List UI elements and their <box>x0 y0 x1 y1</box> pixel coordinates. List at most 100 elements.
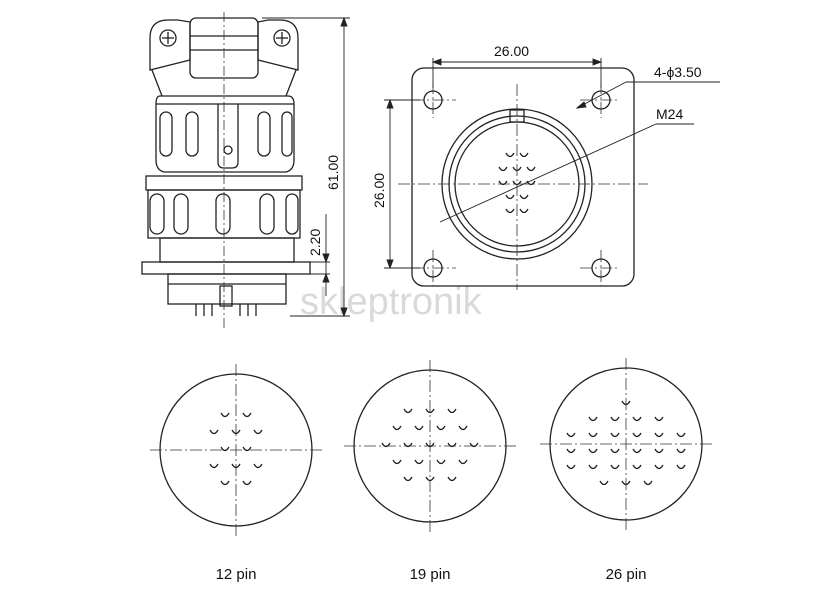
pin-contact-26 <box>643 480 653 486</box>
pin-contact-19 <box>425 442 435 448</box>
side-dimensions <box>262 16 350 318</box>
side-arms <box>151 69 297 97</box>
pin-face-26-axes <box>540 358 712 530</box>
pin-contact-26 <box>588 448 598 454</box>
pin-contact-26 <box>654 432 664 438</box>
side-neck <box>159 237 295 263</box>
pin-contact-26 <box>676 448 686 454</box>
pin-contact-26 <box>610 416 620 422</box>
side-pins <box>195 304 257 316</box>
pin-contact-19 <box>425 408 435 414</box>
front-flange <box>411 67 635 287</box>
pin-contact-19 <box>447 442 457 448</box>
pin-face-12-axes <box>150 364 322 536</box>
pin-contact-19 <box>392 425 402 431</box>
pin-contact-19 <box>458 459 468 465</box>
front-pin-contact <box>526 166 536 172</box>
pin-contact-19 <box>447 408 457 414</box>
pin-contact-26 <box>676 432 686 438</box>
front-pin-contact <box>498 166 508 172</box>
front-pin-contact <box>498 180 508 186</box>
side-view <box>141 17 311 316</box>
pin-layout-19-label: 19 pin <box>409 566 451 583</box>
pin-contact-19 <box>425 476 435 482</box>
pin-contact-26 <box>610 464 620 470</box>
side-grip-2 <box>185 111 199 157</box>
front-pin-contact <box>519 208 529 214</box>
total-length-dim: 61.00 <box>325 155 341 190</box>
pin-contact-19 <box>458 425 468 431</box>
pin-layout-26-label: 26 pin <box>605 566 647 583</box>
pin-contact-26 <box>599 480 609 486</box>
pin-contact-12 <box>242 480 252 486</box>
watermark: skleptronik <box>300 281 483 323</box>
side-coupling-nut <box>155 95 295 173</box>
pin-layout-19 <box>344 360 516 532</box>
pin-layout-12 <box>150 364 322 536</box>
pin-contact-26 <box>566 464 576 470</box>
pin-contact-26 <box>676 464 686 470</box>
pin-contact-12 <box>253 463 263 469</box>
pin-contact-19 <box>436 425 446 431</box>
side-flange <box>141 261 311 275</box>
pin-contact-12 <box>231 429 241 435</box>
front-pin-contact <box>519 194 529 200</box>
side-rib-5 <box>285 193 299 235</box>
pin-contact-26 <box>588 416 598 422</box>
thread-dim: M24 <box>656 106 683 122</box>
side-rib-3 <box>215 193 231 235</box>
pin-contact-19 <box>414 459 424 465</box>
front-pin-contact <box>505 208 515 214</box>
pin-contact-12 <box>209 463 219 469</box>
mounting-holes-dim: 4-ϕ3.50 <box>654 64 702 80</box>
pin-contact-12 <box>220 412 230 418</box>
pin-layout-26 <box>540 358 712 530</box>
flange-width-dim: 26.00 <box>494 43 529 59</box>
pin-contact-19 <box>403 442 413 448</box>
pin-contact-19 <box>414 425 424 431</box>
pin-contact-12 <box>242 446 252 452</box>
pin-contact-19 <box>436 459 446 465</box>
pin-contact-12 <box>220 480 230 486</box>
pin-contact-26 <box>654 416 664 422</box>
pin-contact-26 <box>632 448 642 454</box>
pin-contact-12 <box>253 429 263 435</box>
pin-contact-19 <box>381 442 391 448</box>
side-grip-4 <box>281 111 293 157</box>
side-rib-2 <box>173 193 189 235</box>
pin-contact-19 <box>469 442 479 448</box>
pin-contact-12 <box>220 446 230 452</box>
pin-contact-26 <box>566 432 576 438</box>
pin-contact-19 <box>392 459 402 465</box>
side-rear-body <box>167 273 287 305</box>
pin-layout-12-label: 12 pin <box>215 566 257 583</box>
side-rib-4 <box>259 193 275 235</box>
side-rear-key <box>219 285 233 307</box>
side-grip-3 <box>257 111 271 157</box>
side-rib-1 <box>149 193 165 235</box>
ear-screw-left <box>159 29 177 47</box>
pin-contact-19 <box>403 408 413 414</box>
pin-contact-26 <box>566 448 576 454</box>
pin-contact-26 <box>632 432 642 438</box>
pin-contact-19 <box>447 476 457 482</box>
pin-contact-12 <box>231 463 241 469</box>
front-pin-contact <box>519 152 529 158</box>
pin-contact-12 <box>242 412 252 418</box>
front-dimensions <box>384 58 720 270</box>
flange-height-dim: 26.00 <box>371 173 387 208</box>
side-latch-screw <box>223 145 233 155</box>
pin-contact-26 <box>610 448 620 454</box>
side-latch <box>217 104 239 169</box>
side-grip-1 <box>159 111 173 157</box>
flange-thickness-dim: 2.20 <box>307 229 323 256</box>
pin-contact-26 <box>654 464 664 470</box>
pin-contact-19 <box>403 476 413 482</box>
front-pin-contact <box>505 152 515 158</box>
pin-contact-26 <box>632 464 642 470</box>
front-pin-contact <box>505 194 515 200</box>
pin-contact-26 <box>588 464 598 470</box>
pin-contact-26 <box>610 432 620 438</box>
